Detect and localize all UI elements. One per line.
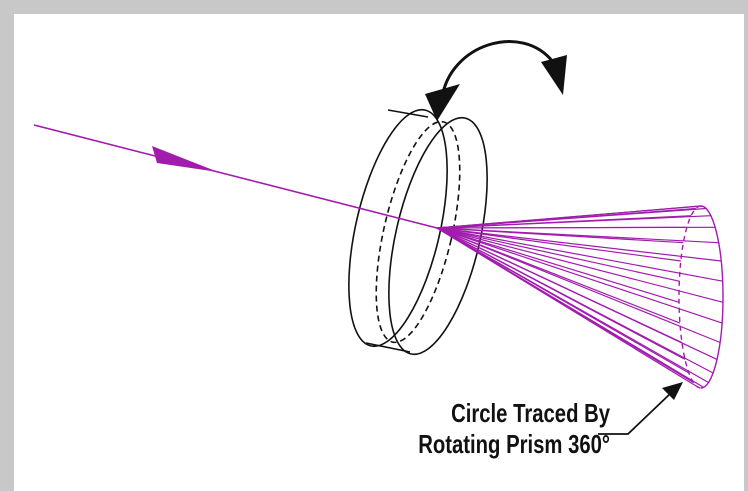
cone-ray — [436, 227, 680, 282]
prism-rim-top — [387, 109, 429, 118]
rotation-arc — [440, 40, 555, 99]
leader-line — [598, 391, 673, 435]
rotating-prism — [348, 108, 488, 356]
cone-ray — [436, 227, 722, 262]
prism-front-face — [388, 116, 488, 356]
cone-ray — [436, 227, 723, 324]
cone-ray — [436, 205, 702, 229]
cone-ray — [436, 227, 690, 374]
leader-arrowhead — [662, 382, 683, 400]
prism-back-face — [348, 108, 448, 348]
incoming-ray — [33, 124, 438, 229]
beam-direction-arrow — [152, 146, 218, 172]
curved-double-arrow-icon — [425, 40, 567, 121]
cone-ray — [436, 227, 723, 282]
output-cone — [436, 205, 724, 389]
cone-ray — [436, 227, 681, 324]
caption-line-2: Rotating Prism 360° — [418, 429, 611, 459]
cone-ray — [436, 227, 680, 303]
cone-ray — [436, 226, 687, 229]
rotation-arrowhead-right — [541, 55, 567, 95]
traced-circle-front — [700, 205, 724, 389]
cone-ray — [436, 227, 686, 360]
cone-ray — [436, 227, 694, 384]
cone-ray — [436, 227, 681, 262]
cone-ray — [436, 215, 692, 229]
leader-arrow-icon — [598, 382, 683, 435]
rotation-arrowhead-left — [425, 84, 460, 121]
cone-ray — [436, 227, 724, 303]
prism-rim-bottom — [365, 342, 411, 353]
cone-ray — [436, 227, 684, 244]
incoming-beam — [33, 124, 438, 229]
cone-ray — [436, 227, 683, 344]
caption-line-1: Circle Traced By — [451, 398, 611, 428]
caption: Circle Traced By Rotating Prism 360° — [362, 398, 610, 460]
prism-hidden-edge — [375, 120, 461, 344]
